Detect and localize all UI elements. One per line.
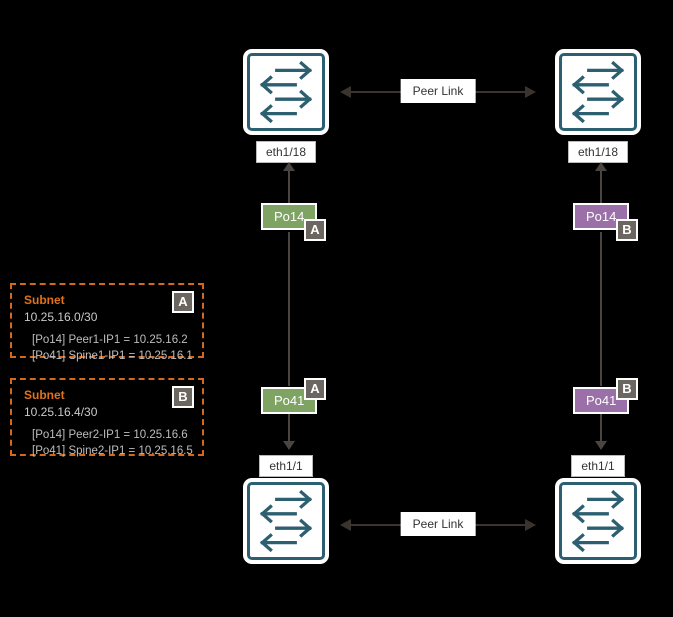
link-line-right-lower — [600, 412, 602, 442]
link-line-left-lower — [288, 412, 290, 442]
subnet-key-badge-b: B — [616, 378, 638, 400]
top-peer-link: Peer Link — [340, 79, 536, 105]
arrow-left-icon — [340, 86, 351, 98]
subnet-entry: [Po41] Spine1-IP1 = 10.25.16.1 — [32, 350, 193, 362]
subnet-entry: [Po14] Peer2-IP1 = 10.25.16.6 — [32, 429, 188, 441]
port-label-top-right: eth1/18 — [568, 141, 628, 163]
bottom-peer-link: Peer Link — [340, 512, 536, 538]
subnet-entries-b: [Po14] Peer2-IP1 = 10.25.16.6 [Po41] Spi… — [24, 427, 193, 459]
link-line-right-middle — [600, 232, 602, 386]
subnet-entry: [Po41] Spine2-IP1 = 10.25.16.5 — [32, 445, 193, 457]
arrow-right-icon — [525, 519, 536, 531]
subnet-entry: [Po14] Peer1-IP1 = 10.25.16.2 — [32, 334, 188, 346]
subnet-legend-b: Subnet 10.25.16.4/30 [Po14] Peer2-IP1 = … — [10, 378, 204, 459]
arrow-up-icon — [283, 162, 295, 171]
switch-icon — [247, 482, 325, 560]
port-label-bottom-right: eth1/1 — [571, 455, 625, 477]
subnet-key-badge-a: A — [304, 219, 326, 241]
subnet-key-badge-b: B — [172, 386, 194, 408]
switch-icon — [559, 482, 637, 560]
port-label-bottom-left: eth1/1 — [259, 455, 313, 477]
top-left-switch[interactable] — [243, 49, 329, 135]
bottom-right-switch[interactable] — [555, 478, 641, 564]
subnet-legend-a: Subnet 10.25.16.0/30 [Po14] Peer1-IP1 = … — [10, 283, 204, 362]
switch-icon — [559, 53, 637, 131]
port-channel-po41-right[interactable]: Po41 — [573, 387, 630, 414]
switch-icon — [247, 53, 325, 131]
peer-link-label: Peer Link — [400, 512, 476, 536]
arrow-down-icon — [283, 441, 295, 450]
subnet-key-badge-a: A — [172, 291, 194, 313]
arrow-up-icon — [595, 162, 607, 171]
subnet-cidr-b: 10.25.16.4/30 — [24, 405, 98, 419]
subnet-title-a: Subnet — [24, 293, 65, 307]
link-line-right-upper — [600, 170, 602, 208]
subnet-entries-a: [Po14] Peer1-IP1 = 10.25.16.2 [Po41] Spi… — [24, 332, 193, 364]
link-line-left-upper — [288, 170, 290, 208]
arrow-left-icon — [340, 519, 351, 531]
port-label-top-left: eth1/18 — [256, 141, 316, 163]
link-line-left-middle — [288, 232, 290, 386]
subnet-title-b: Subnet — [24, 388, 65, 402]
arrow-right-icon — [525, 86, 536, 98]
peer-link-label: Peer Link — [400, 79, 476, 103]
bottom-left-switch[interactable] — [243, 478, 329, 564]
subnet-cidr-a: 10.25.16.0/30 — [24, 310, 98, 324]
subnet-key-badge-a: A — [304, 378, 326, 400]
arrow-down-icon — [595, 441, 607, 450]
top-right-switch[interactable] — [555, 49, 641, 135]
subnet-key-badge-b: B — [616, 219, 638, 241]
